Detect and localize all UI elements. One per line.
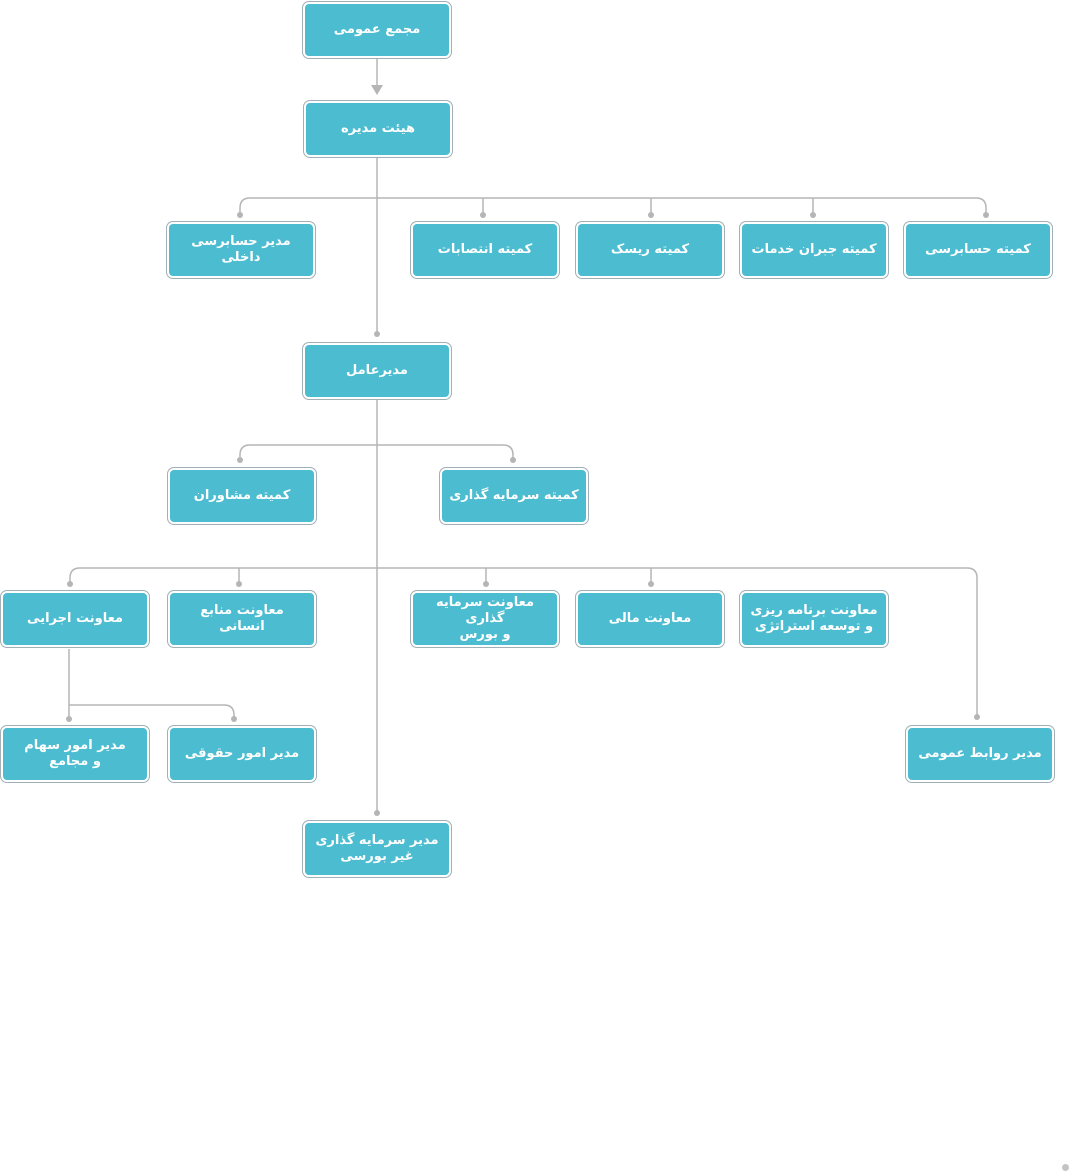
node-hr-deputy: معاونت منابع انسانی bbox=[168, 591, 316, 647]
node-non-exchange-investment-manager: مدیر سرمایه گذاری غیر بورسی bbox=[303, 821, 451, 877]
node-finance-deputy: معاونت مالی bbox=[576, 591, 724, 647]
node-legal-affairs-manager: مدیر امور حقوقی bbox=[168, 726, 316, 782]
node-internal-audit-manager: مدیر حسابرسی داخلی bbox=[167, 222, 315, 278]
node-planning-deputy: معاونت برنامه ریزی و توسعه استراتژی bbox=[740, 591, 888, 647]
node-investment-exchange-deputy: معاونت سرمایه گذاری و بورس bbox=[411, 591, 559, 647]
node-board-of-directors: هیئت مدیره bbox=[304, 101, 452, 157]
node-advisors-committee: کمیته مشاوران bbox=[168, 468, 316, 524]
node-compensation-committee: کمیته جبران خدمات bbox=[740, 222, 888, 278]
node-ceo: مدیرعامل bbox=[303, 343, 451, 399]
corner-dot bbox=[1062, 1164, 1069, 1171]
node-appointments-committee: کمیته انتصابات bbox=[411, 222, 559, 278]
node-risk-committee: کمیته ریسک bbox=[576, 222, 724, 278]
node-investment-committee: کمیته سرمایه گذاری bbox=[440, 468, 588, 524]
node-public-relations-manager: مدیر روابط عمومی bbox=[906, 726, 1054, 782]
node-general-assembly: مجمع عمومی bbox=[303, 2, 451, 58]
node-executive-deputy: معاونت اجرایی bbox=[1, 591, 149, 647]
node-audit-committee: کمیته حسابرسی bbox=[904, 222, 1052, 278]
node-shares-affairs-manager: مدیر امور سهام و مجامع bbox=[1, 726, 149, 782]
